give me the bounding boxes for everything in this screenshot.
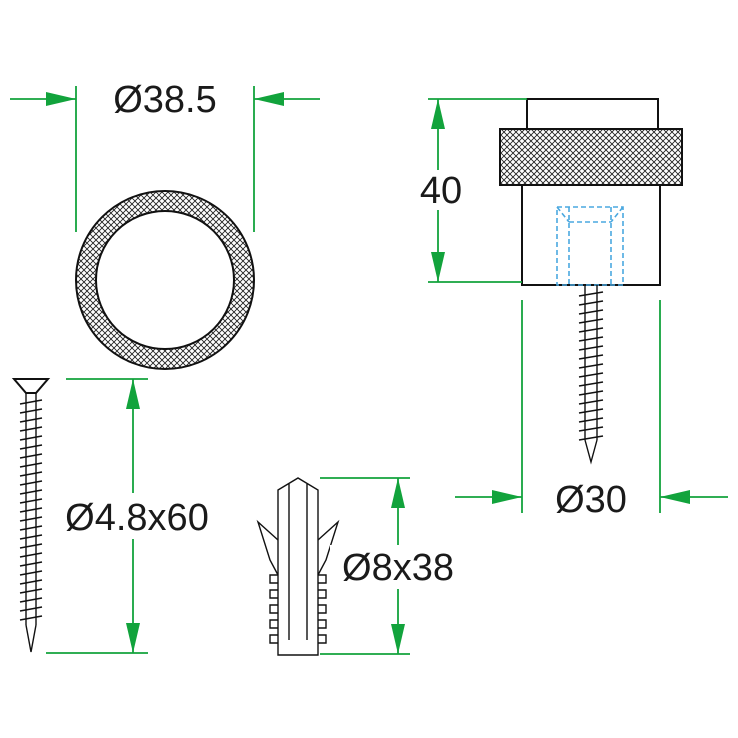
plug-fin	[269, 619, 327, 629]
thread-line	[19, 417, 43, 423]
base-diameter-dimension: Ø30	[455, 300, 728, 521]
hidden-threaded-insert	[556, 206, 624, 286]
plug-fin	[269, 589, 327, 599]
wall-plug	[256, 477, 340, 656]
thread-line	[19, 498, 43, 504]
thread-line	[578, 417, 604, 423]
thread-line	[19, 480, 43, 486]
arrow-right-icon	[46, 92, 76, 106]
plug-fin	[269, 574, 327, 584]
thread-line	[578, 399, 604, 405]
thread-line	[578, 354, 604, 360]
thread-line	[19, 543, 43, 549]
arrow-up-icon	[391, 478, 405, 508]
thread-line	[578, 372, 604, 378]
thread-line	[19, 516, 43, 522]
screw-size-label: Ø4.8x60	[65, 497, 209, 539]
arrow-left-icon	[660, 490, 690, 504]
arrow-up-icon	[431, 99, 445, 129]
thread-line	[19, 471, 43, 477]
thread-line	[19, 552, 43, 558]
thread-line	[19, 453, 43, 459]
arrow-up-icon	[126, 379, 140, 409]
thread-line	[19, 579, 43, 585]
thread-line	[19, 462, 43, 468]
thread-line	[578, 390, 604, 396]
arrow-down-icon	[391, 624, 405, 654]
plug-fin	[269, 604, 327, 614]
thread-line	[19, 588, 43, 594]
thread-line	[578, 345, 604, 351]
height-dimension: 40	[414, 98, 527, 283]
thread-line	[19, 570, 43, 576]
thread-line	[578, 408, 604, 414]
thread-line	[578, 336, 604, 342]
thread-line	[19, 435, 43, 441]
thread-line	[578, 291, 604, 297]
arrow-left-icon	[254, 92, 284, 106]
thread-line	[19, 507, 43, 513]
screw-head	[11, 378, 51, 394]
ring-diameter-dimension: Ø38.5	[10, 79, 320, 232]
thread-line	[578, 309, 604, 315]
thread-line	[19, 489, 43, 495]
thread-line	[19, 534, 43, 540]
thread-line	[19, 606, 43, 612]
base-diameter-label: Ø30	[555, 479, 627, 521]
thread-line	[578, 300, 604, 306]
plug-size-label: Ø8x38	[342, 547, 454, 589]
arrow-right-icon	[492, 490, 522, 504]
thread-line	[19, 426, 43, 432]
plug-dimension: Ø8x38	[320, 477, 466, 655]
thread-line	[578, 327, 604, 333]
top-cap	[526, 98, 659, 130]
thread-line	[578, 318, 604, 324]
stop-screw	[578, 285, 604, 465]
thread-line	[19, 444, 43, 450]
plug-fin	[269, 634, 327, 644]
thread-line	[578, 435, 604, 441]
ring-diameter-label: Ø38.5	[113, 79, 217, 121]
thread-line	[19, 597, 43, 603]
arrow-down-icon	[126, 623, 140, 653]
thread-line	[19, 399, 43, 405]
thread-line	[578, 426, 604, 432]
knurled-band	[499, 128, 683, 186]
screw-dimension: Ø4.8x60	[46, 378, 222, 654]
knurled-ring	[74, 190, 256, 370]
thread-line	[19, 525, 43, 531]
thread-line	[19, 615, 43, 621]
arrow-down-icon	[431, 252, 445, 282]
thread-line	[19, 561, 43, 567]
thread-line	[19, 408, 43, 414]
thread-line	[578, 363, 604, 369]
wood-screw	[11, 378, 51, 653]
height-label: 40	[420, 170, 462, 212]
thread-line	[578, 381, 604, 387]
stop-body	[521, 184, 661, 286]
door-stop-side-view	[499, 98, 683, 465]
ring-top-view	[74, 190, 256, 370]
